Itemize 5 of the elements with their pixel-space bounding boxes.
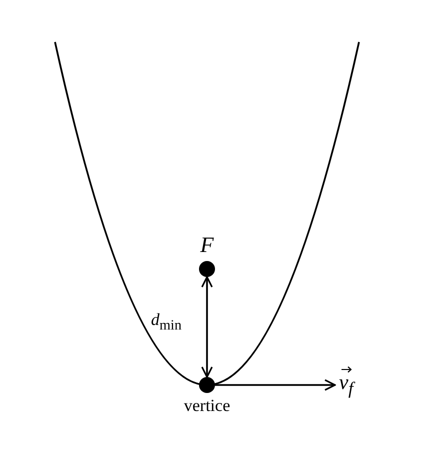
node-label: v$_{f}$ <box>339 371 354 398</box>
node-label: vertice <box>184 397 230 416</box>
arrow <box>215 379 336 391</box>
arrow <box>201 276 213 378</box>
node-label: F <box>200 232 214 257</box>
